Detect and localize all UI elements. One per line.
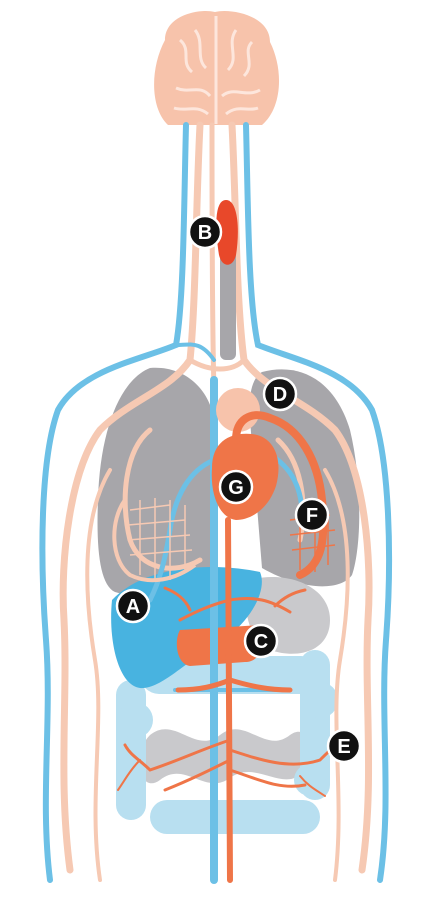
svg-text:E: E [337, 736, 350, 758]
label-b: B [189, 216, 221, 248]
label-e: E [328, 730, 360, 762]
svg-text:B: B [198, 222, 212, 244]
svg-text:G: G [228, 477, 244, 499]
svg-text:D: D [273, 384, 287, 406]
label-d: D [264, 378, 296, 410]
label-g: G [220, 471, 252, 503]
label-f: F [296, 499, 328, 531]
colon-bulge-1 [117, 702, 153, 738]
svg-text:F: F [306, 505, 318, 527]
label-a: A [117, 590, 149, 622]
small-intestine [139, 729, 311, 783]
svg-text:C: C [254, 631, 268, 653]
brain [154, 11, 279, 125]
label-c: C [245, 625, 277, 657]
colon-bulge-3 [294, 764, 326, 796]
colon-bulge-2 [302, 682, 338, 718]
colon-left [116, 680, 146, 820]
colon-bottom [150, 800, 320, 834]
trachea [220, 250, 236, 360]
svg-text:A: A [126, 596, 140, 618]
